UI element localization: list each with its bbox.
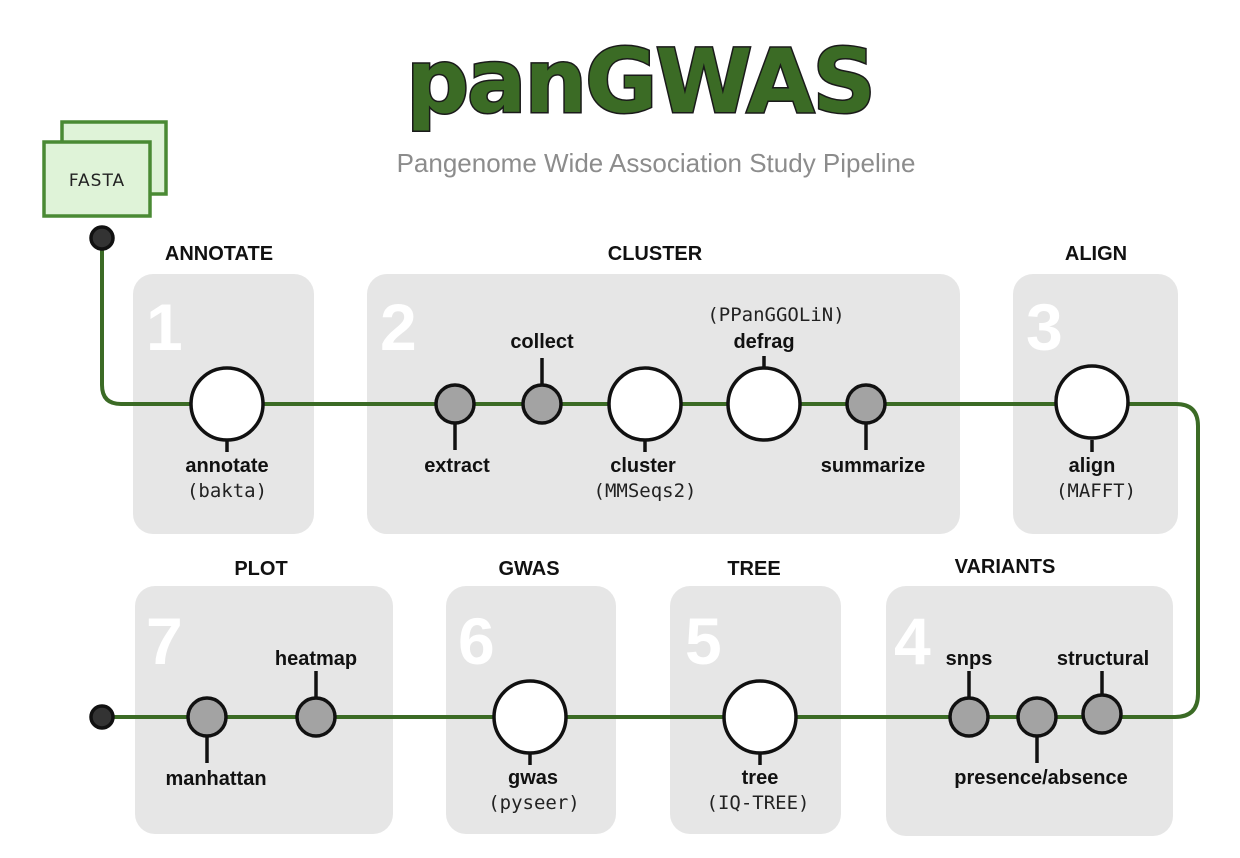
stage-number: 3: [1026, 290, 1063, 364]
process-node: [1081, 693, 1123, 735]
stage-panel-variants: 4 VARIANTS: [886, 556, 1173, 836]
fasta-input-icon: FASTA: [42, 120, 168, 218]
process-label: defrag: [733, 331, 794, 353]
stage-number: 5: [685, 604, 722, 678]
pipeline-track: [100, 238, 1200, 719]
process-annotate: annotate (bakta): [185, 366, 269, 502]
process-tree: tree (IQ-TREE): [707, 679, 810, 814]
process-cluster: cluster (MMSeqs2): [594, 366, 697, 502]
process-structural: structural: [1057, 648, 1149, 735]
process-node: [1016, 696, 1058, 738]
stage-label: VARIANTS: [955, 556, 1056, 578]
pipeline-end-node: [89, 704, 115, 730]
process-snps: snps: [946, 648, 993, 738]
stage-number: 1: [146, 290, 183, 364]
process-node: [295, 696, 337, 738]
process-label: annotate: [185, 455, 268, 477]
process-node: [189, 366, 265, 442]
process-tool: (MAFFT): [1056, 480, 1136, 502]
page-title: panGWAS: [406, 30, 874, 133]
process-node: [948, 696, 990, 738]
page-subtitle: Pangenome Wide Association Study Pipelin…: [397, 148, 916, 178]
process-label: gwas: [508, 767, 558, 789]
process-node: [434, 383, 476, 425]
process-collect: collect: [510, 331, 574, 425]
process-label: extract: [424, 455, 490, 477]
process-label: heatmap: [275, 648, 357, 670]
process-manhattan: manhattan: [165, 696, 267, 790]
stage-label: TREE: [727, 558, 780, 580]
pipeline-start-node: [89, 225, 115, 251]
stage-label: CLUSTER: [608, 243, 703, 265]
stage-number: 6: [458, 604, 495, 678]
stage-panel-plot: 7 PLOT: [135, 558, 393, 834]
stage-label: PLOT: [234, 558, 287, 580]
process-label: snps: [946, 648, 993, 670]
process-node: [607, 366, 683, 442]
fasta-label: FASTA: [69, 171, 125, 191]
process-label: summarize: [821, 455, 926, 477]
process-label: structural: [1057, 648, 1149, 670]
process-extract: extract: [424, 383, 490, 477]
fasta-card-front: [42, 140, 152, 218]
stage-number: 4: [894, 604, 931, 678]
process-tool: (pyseer): [488, 792, 580, 814]
process-node: [845, 383, 887, 425]
process-node: [1054, 364, 1130, 440]
stage-number: 7: [146, 604, 183, 678]
process-label: presence/absence: [954, 767, 1127, 789]
process-tool: (bakta): [187, 480, 267, 502]
process-label: manhattan: [165, 768, 266, 790]
stage-label: GWAS: [498, 558, 559, 580]
process-label: tree: [742, 767, 779, 789]
stage-label: ANNOTATE: [165, 243, 273, 265]
process-presence-absence: presence/absence: [954, 696, 1128, 789]
process-node: [521, 383, 563, 425]
process-gwas: gwas (pyseer): [488, 679, 580, 814]
process-tool: (PPanGGOLiN): [707, 304, 844, 326]
process-tool: (MMSeqs2): [594, 480, 697, 502]
process-defrag: (PPanGGOLiN) defrag: [707, 304, 845, 442]
process-node: [186, 696, 228, 738]
process-node: [492, 679, 568, 755]
process-node: [722, 679, 798, 755]
process-summarize: summarize: [821, 383, 926, 477]
process-node: [726, 366, 802, 442]
process-label: align: [1069, 455, 1116, 477]
stage-number: 2: [380, 290, 417, 364]
process-tool: (IQ-TREE): [707, 792, 810, 814]
process-align: align (MAFFT): [1054, 364, 1136, 502]
stage-panel-bg: [135, 586, 393, 834]
process-label: cluster: [610, 455, 676, 477]
stage-label: ALIGN: [1065, 243, 1127, 265]
process-label: collect: [510, 331, 574, 353]
process-heatmap: heatmap: [275, 648, 357, 738]
